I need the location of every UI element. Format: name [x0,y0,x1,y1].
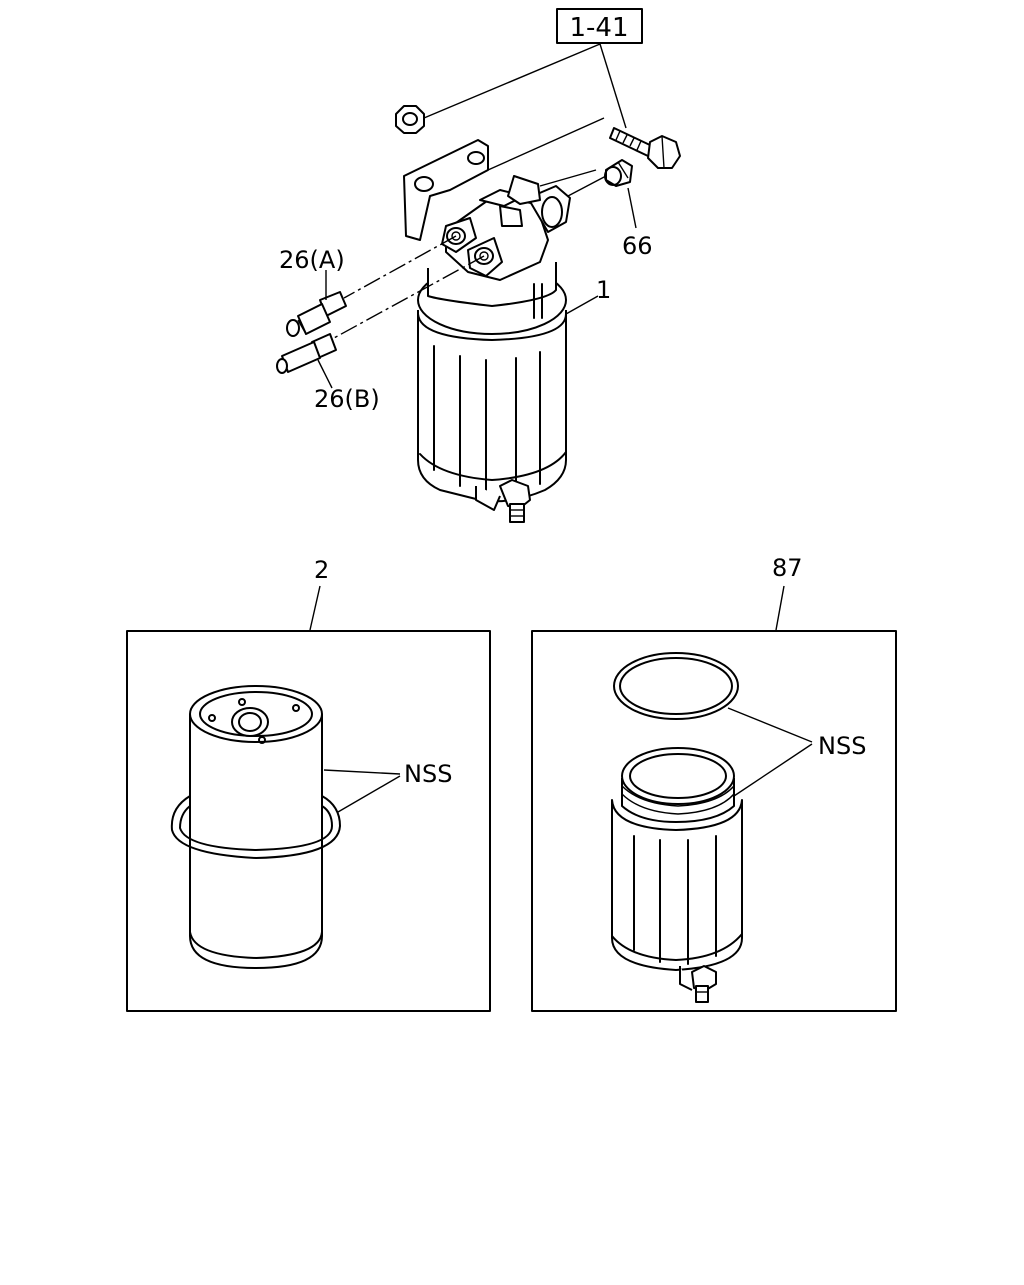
o-ring-right [613,652,739,720]
label-1: 1 [596,276,611,304]
label-87: 87 [772,554,803,582]
reference-box-label: 1-41 [569,13,628,43]
plug [604,159,633,187]
label-26b: 26(B) [314,385,380,413]
connector-a [286,291,347,337]
o-ring-left [170,795,341,859]
filter-head [441,175,571,281]
fuel-filter-assembly [276,105,681,523]
panel-filter-element [126,630,491,1012]
panel-filter-bowl [531,630,897,1012]
reference-leaders [423,43,627,129]
filter-bowl [611,747,743,1003]
label-nss-left: NSS [404,760,452,788]
label-nss-right: NSS [818,732,866,760]
label-66: 66 [622,232,653,260]
filter-element [189,685,323,969]
filter-housing [417,262,567,523]
label-26a: 26(A) [279,246,345,274]
mounting-bracket [403,139,489,241]
flange-nut [395,105,425,134]
connector-b [276,333,337,374]
flange-bolt [609,127,681,169]
label-2: 2 [314,556,329,584]
reference-box[interactable]: 1-41 [556,8,643,44]
